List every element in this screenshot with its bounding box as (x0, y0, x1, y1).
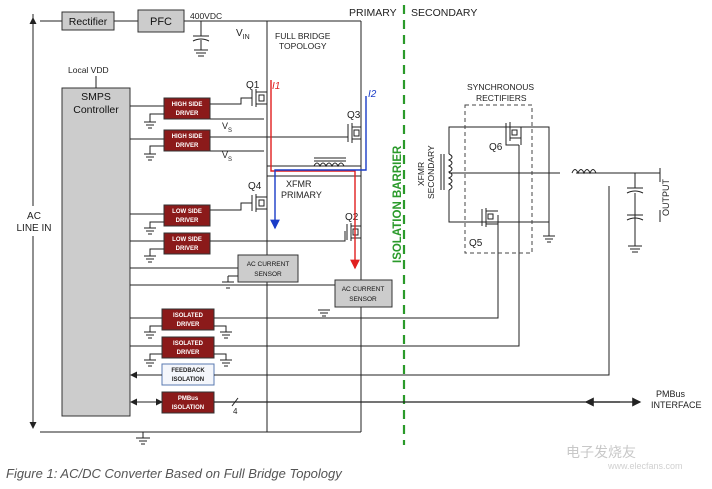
iso1-label-1: ISOLATED (173, 313, 204, 319)
driver-ground-symbols (144, 121, 156, 263)
ac-line-label-2: LINE IN (16, 223, 51, 234)
secondary-label: SECONDARY (411, 7, 477, 19)
ac-current-sensor-1: AC CURRENT SENSOR (237, 254, 299, 283)
secondary-ground (543, 235, 555, 243)
mosfet-q3 (344, 123, 361, 143)
isolated-driver-1: ISOLATED DRIVER (130, 215, 499, 339)
vs-label-2: VS (222, 150, 232, 163)
acs2-label-2: SENSOR (349, 296, 377, 303)
primary-label: PRIMARY (349, 7, 397, 19)
q5-label: Q5 (469, 238, 483, 249)
pmbus-interface-label-1: PMBus (656, 389, 686, 399)
acs1-label-2: SENSOR (254, 271, 282, 278)
ac-current-sensor-2: AC CURRENT SENSOR (334, 279, 393, 308)
vs2-v: V (222, 150, 228, 160)
hs1-label-2: DRIVER (176, 111, 199, 117)
mosfet-q6 (505, 122, 522, 146)
mosfet-q2 (346, 223, 361, 241)
pm-label-1: PMBus (178, 396, 199, 402)
acs2-label-1: AC CURRENT (342, 286, 385, 293)
isolated-driver-2: ISOLATED DRIVER (130, 145, 520, 367)
output-inductor (560, 168, 597, 178)
acs2-ground (318, 309, 330, 317)
sync-rect-label-1: SYNCHRONOUS (467, 82, 534, 92)
ls2-label-1: LOW SIDE (172, 237, 202, 243)
ls1-label-1: LOW SIDE (172, 209, 202, 215)
watermark-url: www.elecfans.com (608, 461, 683, 471)
vin-sub: IN (243, 34, 250, 41)
low-side-driver-q2: LOW SIDE DRIVER (130, 231, 346, 256)
rectifier-label: Rectifier (69, 16, 108, 28)
pfc-label: PFC (150, 16, 172, 28)
ac-line-label-1: AC (27, 211, 41, 222)
smps-label-1: SMPS (81, 91, 111, 103)
bulk-capacitor (192, 21, 210, 57)
fb-label-2: ISOLATION (172, 377, 204, 383)
hs1-label-1: HIGH SIDE (172, 102, 203, 108)
mosfet-q4 (251, 194, 267, 212)
hs2-label-1: HIGH SIDE (172, 134, 203, 140)
watermark-logo: 电子发烧友 (566, 445, 636, 461)
pfc-block: PFC (137, 9, 185, 33)
vs-label-1: VS (222, 121, 232, 134)
current-path-i2 (270, 96, 367, 230)
xfmr-secondary-winding (440, 126, 660, 236)
full-bridge-label-2: TOPOLOGY (279, 41, 327, 51)
bottom-ground (136, 437, 150, 445)
figure-caption: Figure 1: AC/DC Converter Based on Full … (6, 466, 342, 481)
vs2-sub: S (228, 157, 232, 163)
sync-rect-label-2: RECTIFIERS (476, 93, 527, 103)
mosfet-q1 (251, 89, 267, 107)
mosfet-q5 (481, 208, 498, 227)
smps-controller: SMPS Controller (61, 87, 131, 417)
q6-label: Q6 (489, 142, 503, 153)
q2-label: Q2 (345, 212, 359, 223)
hs2-label-2: DRIVER (176, 143, 199, 149)
pmbus-isolation: PMBus ISOLATION (130, 391, 642, 414)
vs1-v: V (222, 121, 228, 131)
q1-label: Q1 (246, 80, 260, 91)
current-path-i1 (270, 80, 360, 270)
vs1-sub: S (228, 128, 232, 134)
high-side-driver-q1: HIGH SIDE DRIVER (130, 97, 252, 122)
bus-width-label: 4 (233, 407, 238, 416)
vin-v: V (236, 28, 243, 39)
q3-label: Q3 (347, 110, 361, 121)
fb-label-1: FEEDBACK (171, 368, 205, 374)
xfmr-primary-winding (313, 157, 346, 168)
high-side-driver-q3: HIGH SIDE DRIVER (130, 129, 244, 154)
full-bridge-label-1: FULL BRIDGE (275, 31, 331, 41)
output-capacitors (626, 173, 644, 253)
rectifier-block: Rectifier (61, 11, 115, 31)
output-label: OUTPUT (661, 179, 671, 217)
i1-label: I1 (272, 81, 280, 92)
pm-label-2: ISOLATION (172, 405, 204, 411)
isolation-barrier-label: ISOLATION BARRIER (392, 145, 404, 263)
feedback-isolation: FEEDBACK ISOLATION (130, 186, 610, 386)
xfmr-secondary-label-2: SECONDARY (426, 145, 436, 199)
iso2-label-2: DRIVER (177, 350, 200, 356)
smps-label-2: Controller (73, 104, 119, 116)
acs1-label-1: AC CURRENT (247, 261, 290, 268)
q4-label: Q4 (248, 181, 262, 192)
i2-label: I2 (368, 89, 377, 100)
ls2-label-2: DRIVER (176, 246, 199, 252)
low-side-driver-q4: LOW SIDE DRIVER (130, 202, 252, 228)
ls1-label-2: DRIVER (176, 218, 199, 224)
local-vdd-label: Local VDD (68, 65, 109, 75)
xfmr-secondary-label-1: XFMR (416, 162, 426, 186)
iso2-label-1: ISOLATED (173, 341, 204, 347)
xfmr-primary-label-2: PRIMARY (281, 190, 322, 200)
sync-rectifier-box (464, 104, 533, 254)
xfmr-primary-label-1: XFMR (286, 179, 312, 189)
vdc-label: 400VDC (190, 11, 222, 21)
ac-line-in-arrow: AC LINE IN (16, 14, 52, 429)
iso1-label-2: DRIVER (177, 322, 200, 328)
pmbus-interface-label-2: INTERFACE (651, 400, 702, 410)
vin-label: VIN (236, 28, 250, 41)
